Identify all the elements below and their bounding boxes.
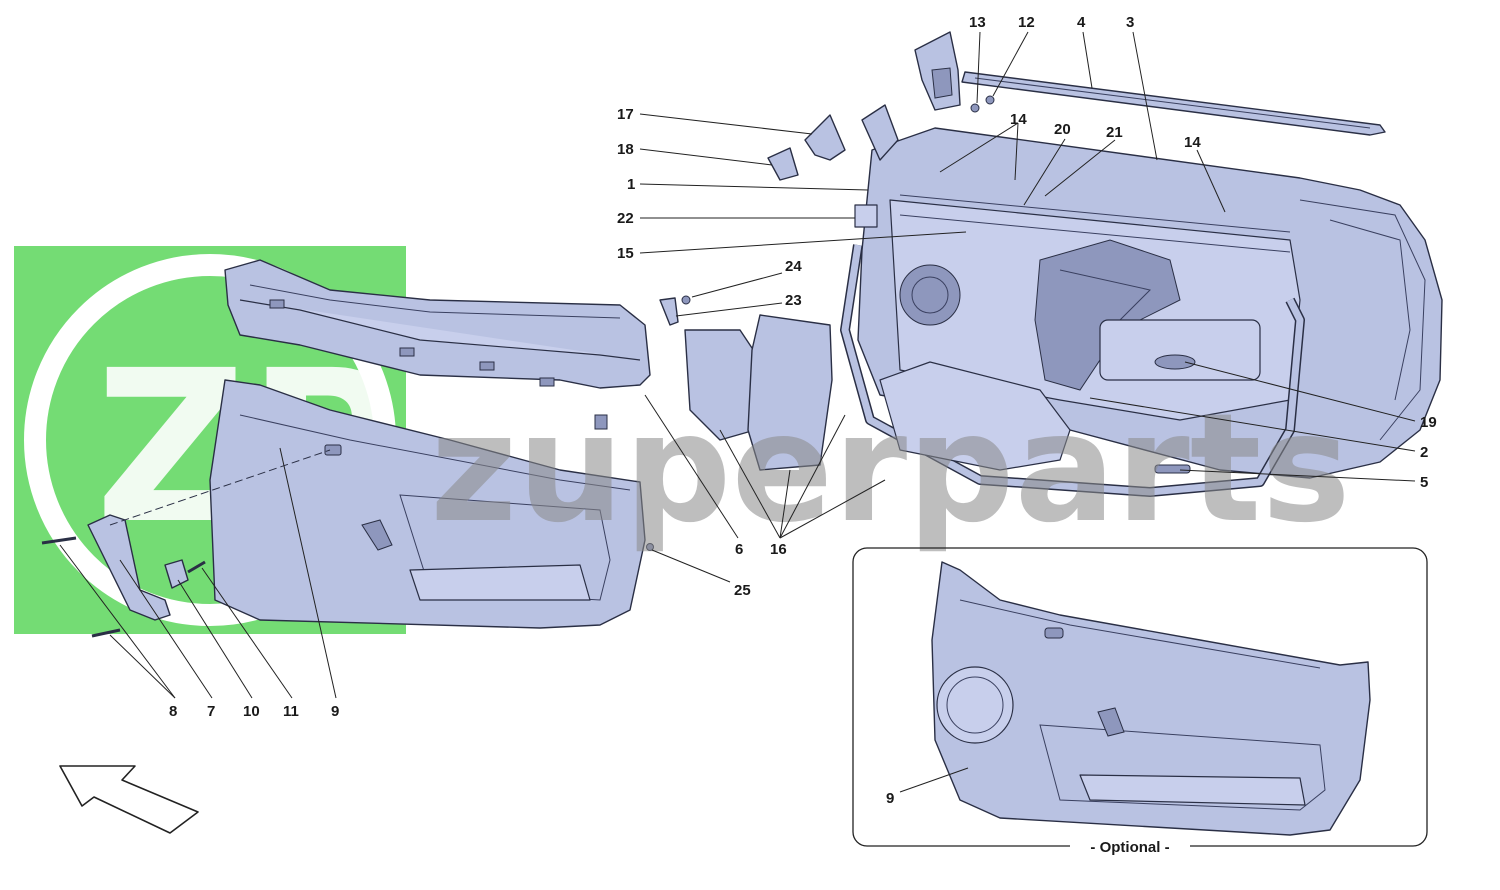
- callout-6: 6: [735, 541, 743, 558]
- corner-trim-part-18: [767, 147, 799, 181]
- assembly-guide-line: [109, 449, 331, 526]
- upper-trim-panel-part-6: [224, 259, 651, 430]
- screws-part-8: [41, 536, 121, 638]
- optional-inset: - Optional - 9: [852, 547, 1428, 856]
- mirror-mount-bracket: [914, 31, 995, 113]
- callout-9: 9: [331, 703, 339, 720]
- callout-20: 20: [1054, 121, 1071, 138]
- callout-17: 17: [617, 106, 634, 123]
- clip-part-23-24: [659, 295, 691, 326]
- callout-11: 11: [283, 703, 299, 720]
- watermark-text: zuperparts: [430, 382, 1351, 556]
- callout-24: 24: [785, 258, 802, 275]
- screw-part-11: [187, 560, 206, 574]
- callout-23: 23: [785, 292, 802, 309]
- corner-trim-part-17: [804, 104, 899, 161]
- callout-16: 16: [770, 541, 787, 558]
- callout-14-right: 14: [1184, 134, 1201, 151]
- callout-3: 3: [1126, 14, 1134, 31]
- optional-leader-9: [899, 767, 969, 793]
- bracket-part-10: [164, 559, 189, 589]
- callout-19: 19: [1420, 414, 1437, 431]
- callout-25: 25: [734, 582, 751, 599]
- callout-labels: 13 12 4 3 17 18 1 14 20 21 14 22 15 24 2…: [169, 14, 1437, 720]
- leader-lines: [59, 31, 1416, 699]
- clip-part-25: [646, 543, 654, 551]
- callout-9-optional: 9: [886, 790, 894, 807]
- clip-part-22: [854, 204, 878, 228]
- callout-13: 13: [969, 14, 986, 31]
- callout-15: 15: [617, 245, 634, 262]
- pull-handle-part-7: [87, 514, 171, 621]
- callout-7: 7: [207, 703, 215, 720]
- callout-10: 10: [243, 703, 260, 720]
- door-seal-part-2: [840, 244, 1305, 497]
- callout-8: 8: [169, 703, 177, 720]
- optional-label: - Optional -: [1090, 839, 1169, 856]
- callout-1: 1: [627, 176, 635, 193]
- callout-21: 21: [1106, 124, 1123, 141]
- callout-12: 12: [1018, 14, 1035, 31]
- callout-4: 4: [1077, 14, 1086, 31]
- callout-14-upper: 14: [1010, 111, 1027, 128]
- optional-door-panel-part-9: [931, 561, 1371, 836]
- membrane-part-16: [684, 314, 1071, 471]
- window-seal-part-4: [961, 71, 1386, 136]
- callout-22: 22: [617, 210, 634, 227]
- callout-2: 2: [1420, 444, 1428, 461]
- direction-arrow-icon: [59, 765, 199, 834]
- callout-18: 18: [617, 141, 634, 158]
- callout-5: 5: [1420, 474, 1428, 491]
- door-panel-part-9: [209, 379, 646, 629]
